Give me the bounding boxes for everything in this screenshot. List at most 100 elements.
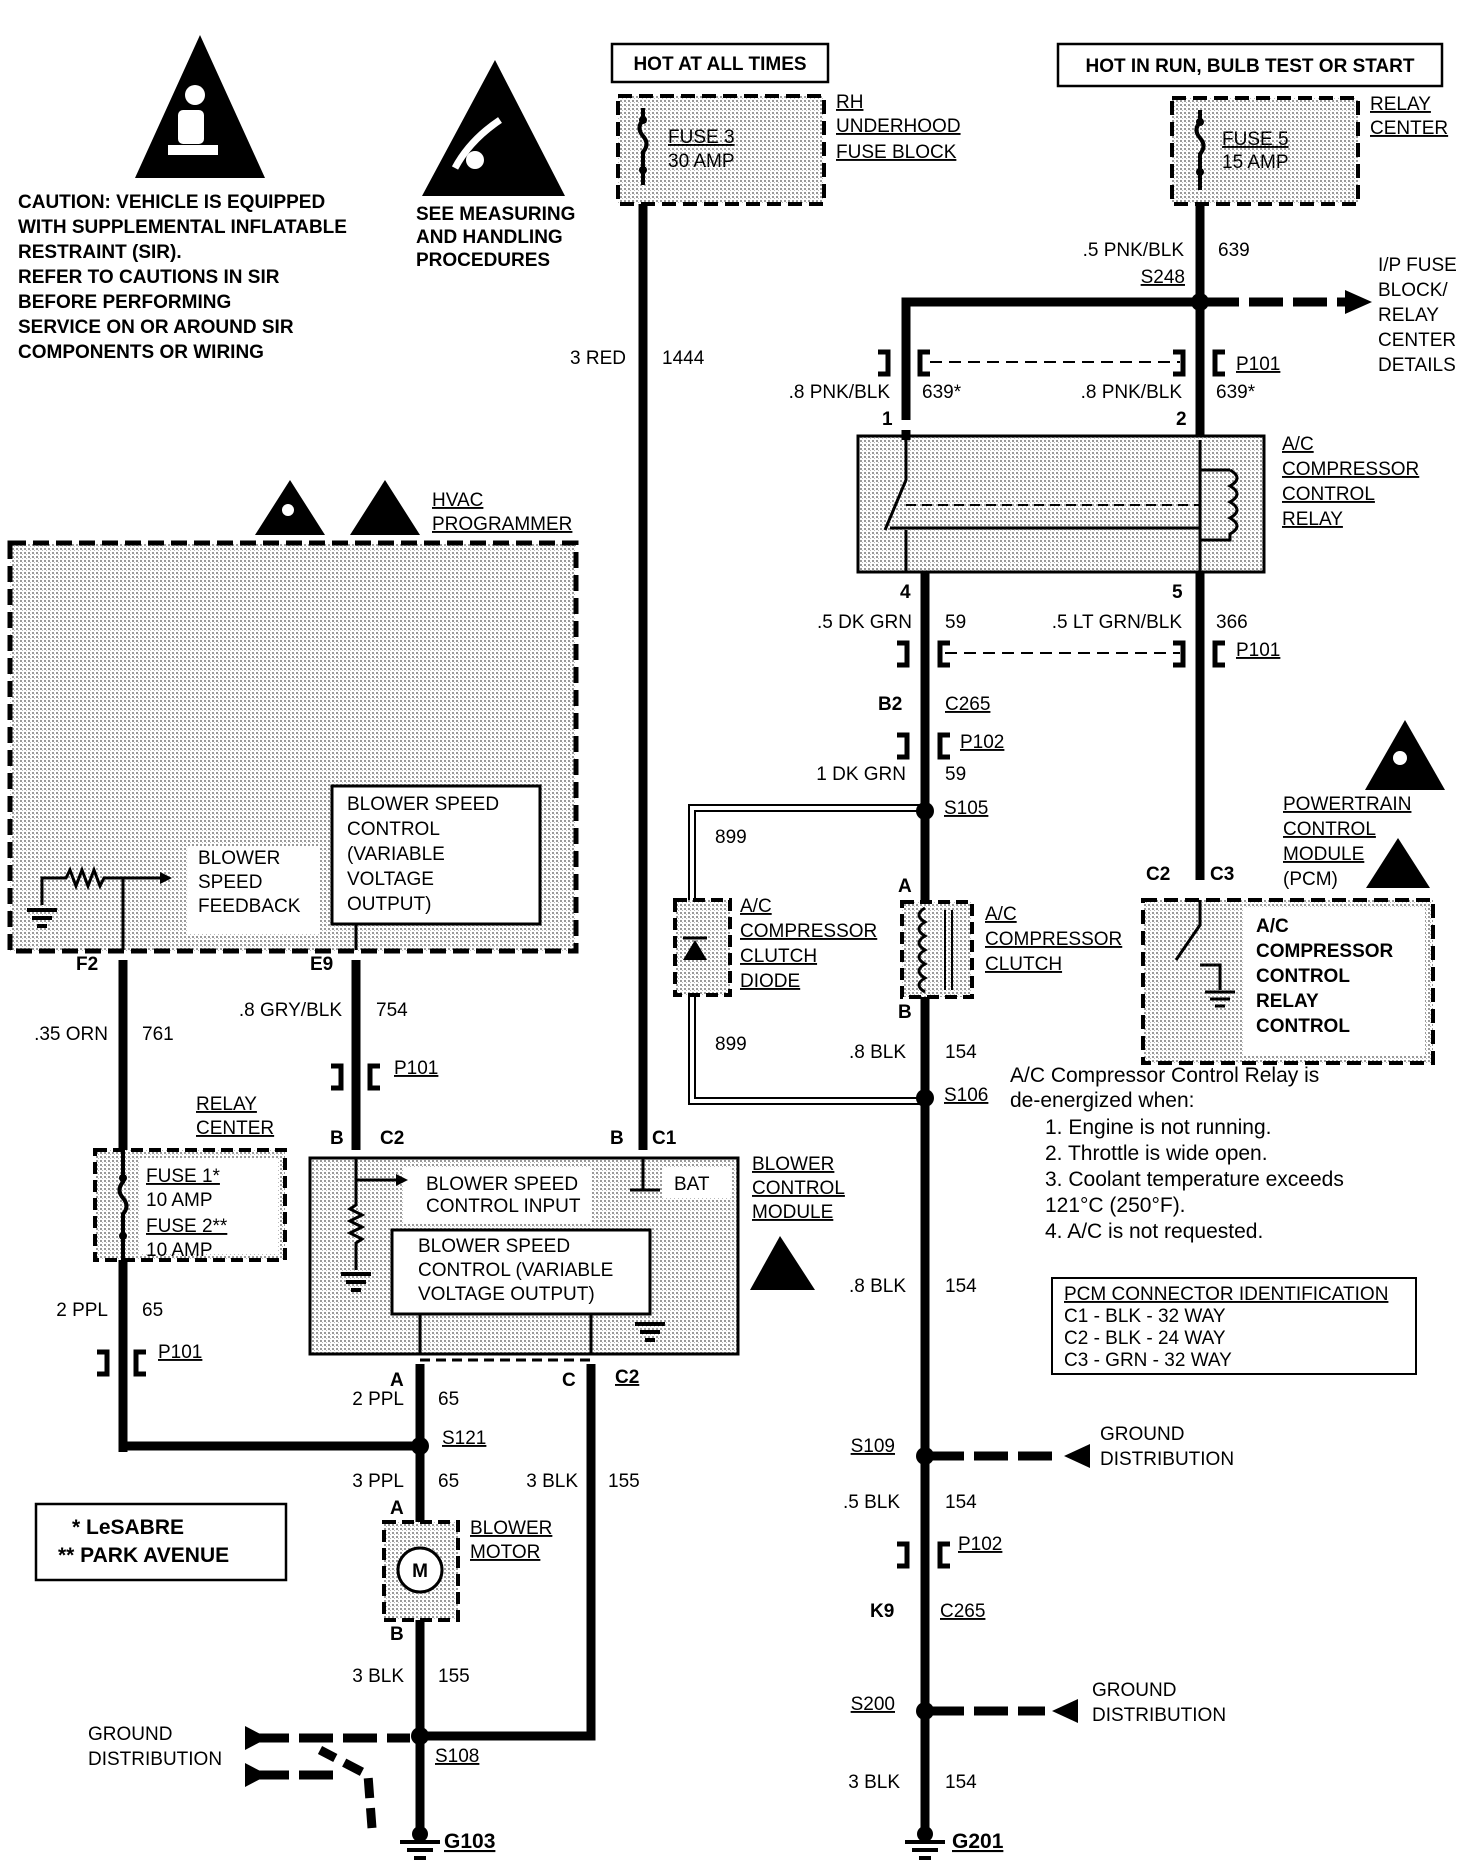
blower-speed-control-box (330, 784, 542, 926)
fuse5-rating: 15 AMP (1222, 152, 1289, 173)
hvac-sir-icon (255, 480, 325, 535)
pin: B (330, 1128, 344, 1149)
bcm-output-label: BLOWER SPEED (418, 1236, 570, 1257)
wire-label: 2 PPL (56, 1300, 108, 1321)
fuse5-name: FUSE 5 (1222, 129, 1289, 150)
wire-label: 3 BLK (352, 1666, 404, 1687)
arrow-right-icon (245, 1726, 268, 1750)
hvac-label: PROGRAMMER (432, 514, 572, 535)
relay-note-title: A/C Compressor Control Relay is (1010, 1064, 1319, 1087)
relay-center-top-label: CENTER (1370, 118, 1448, 139)
pin: B (898, 1002, 912, 1023)
sir-warning-icon (135, 35, 265, 178)
caution-line: REFER TO CAUTIONS IN SIR (18, 267, 280, 288)
fuse2-name: FUSE 2** (146, 1216, 228, 1237)
diode-label: A/C (740, 896, 772, 917)
ground-dist: DISTRIBUTION (1092, 1705, 1226, 1726)
connector-p101: P101 (1236, 640, 1280, 661)
bsc-label: OUTPUT) (347, 894, 431, 915)
pin: 2 (1176, 409, 1187, 430)
wire-label: .5 LT GRN/BLK (1052, 612, 1183, 633)
fuse3-symbol (637, 108, 649, 185)
caution-text: CAUTION: VEHICLE IS EQUIPPED WITH SUPPLE… (18, 192, 347, 363)
pcm-connector-table (1051, 1277, 1417, 1375)
feedback-label: FEEDBACK (198, 896, 301, 917)
ground-dist: GROUND (1092, 1680, 1176, 1701)
ifp-arrow-icon (1345, 290, 1372, 314)
splice-s106: S106 (944, 1085, 988, 1106)
wire-circuit: 639* (922, 382, 962, 403)
pcm-sir-icon (1365, 720, 1445, 790)
pin: C3 (1210, 864, 1234, 885)
hot-at-all-times-label: HOT AT ALL TIMES (633, 54, 806, 75)
caution-line: WITH SUPPLEMENTAL INFLATABLE (18, 217, 347, 238)
pcm-relay-control: A/C (1256, 916, 1289, 937)
fuse5-symbol (1194, 110, 1206, 190)
caution-line: CAUTION: VEHICLE IS EQUIPPED (18, 192, 325, 213)
fuse1-name: FUSE 1* (146, 1166, 221, 1187)
clutch-coil-icon (917, 906, 928, 994)
legend-box (34, 1502, 288, 1582)
motor-icon (396, 1546, 444, 1594)
diode-label: CLUTCH (740, 946, 817, 967)
pcm-relay-control: RELAY (1256, 991, 1319, 1012)
wire-circuit: 154 (945, 1492, 977, 1513)
ifp-label: DETAILS (1378, 355, 1456, 376)
caution-line: COMPONENTS OR WIRING (18, 342, 264, 363)
legend-item: ** PARK AVENUE (58, 1544, 229, 1567)
pcm-table-title: PCM CONNECTOR IDENTIFICATION (1064, 1284, 1388, 1305)
wire-circuit: 155 (608, 1471, 640, 1492)
connector-c265: C265 (945, 694, 990, 715)
ground-dist: GROUND (88, 1724, 172, 1745)
clutch-label: A/C (985, 904, 1017, 925)
ground-icon (400, 1840, 440, 1860)
blower-motor-label: MOTOR (470, 1542, 540, 1563)
pin: B2 (878, 694, 902, 715)
caution-line: SERVICE ON OR AROUND SIR (18, 317, 294, 338)
wire-circuit: 59 (945, 764, 966, 785)
pcm-esd-icon (1366, 838, 1430, 888)
esd-text: SEE MEASURING (416, 204, 575, 225)
pin: A (390, 1498, 404, 1519)
pin: A (898, 876, 912, 897)
bcm-output-box (390, 1228, 652, 1316)
ground-g201: G201 (952, 1830, 1004, 1853)
pin: F2 (76, 954, 98, 975)
splice-s200: S200 (851, 1694, 895, 1715)
relay-center-top-label: RELAY (1370, 94, 1431, 115)
pin: C2 (1146, 864, 1170, 885)
diode-label: COMPRESSOR (740, 921, 877, 942)
wire-circuit: 155 (438, 1666, 470, 1687)
wire-circuit: 754 (376, 1000, 408, 1021)
pcm-relay-control: CONTROL (1256, 966, 1350, 987)
bcm-label: BLOWER (752, 1154, 834, 1175)
wire-circuit: 639 (1218, 240, 1250, 261)
connector-p101: P101 (1236, 354, 1280, 375)
pin: C2 (380, 1128, 404, 1149)
motor-symbol: M (412, 1561, 428, 1582)
pin: E9 (310, 954, 333, 975)
wire-label: 1 DK GRN (816, 764, 906, 785)
pcm-label: POWERTRAIN (1283, 794, 1411, 815)
fuse1-symbol (117, 1150, 129, 1260)
ac-relay-label: A/C (1282, 434, 1314, 455)
pin: C (562, 1370, 576, 1391)
fuse3-name: FUSE 3 (668, 127, 735, 148)
splices (411, 293, 1209, 1745)
pcm-table-row: C2 - BLK - 24 WAY (1064, 1328, 1226, 1349)
ac-relay-box (856, 434, 1266, 574)
wire-label: 3 BLK (526, 1471, 578, 1492)
relay-note-item: 4. A/C is not requested. (1045, 1220, 1263, 1243)
wire-circuit: 154 (945, 1772, 977, 1793)
ifp-label: CENTER (1378, 330, 1456, 351)
wire-circuit: 65 (142, 1300, 163, 1321)
ground-icon (905, 1840, 945, 1860)
pin: K9 (870, 1601, 894, 1622)
bcm-esd-icon (750, 1236, 815, 1290)
bcm-output-label: VOLTAGE OUTPUT) (418, 1284, 595, 1305)
caution-line: RESTRAINT (SIR). (18, 242, 182, 263)
wire-circuit: 1444 (662, 348, 705, 369)
wire-label: 3 RED (570, 348, 626, 369)
wire-label: 3 PPL (352, 1471, 404, 1492)
